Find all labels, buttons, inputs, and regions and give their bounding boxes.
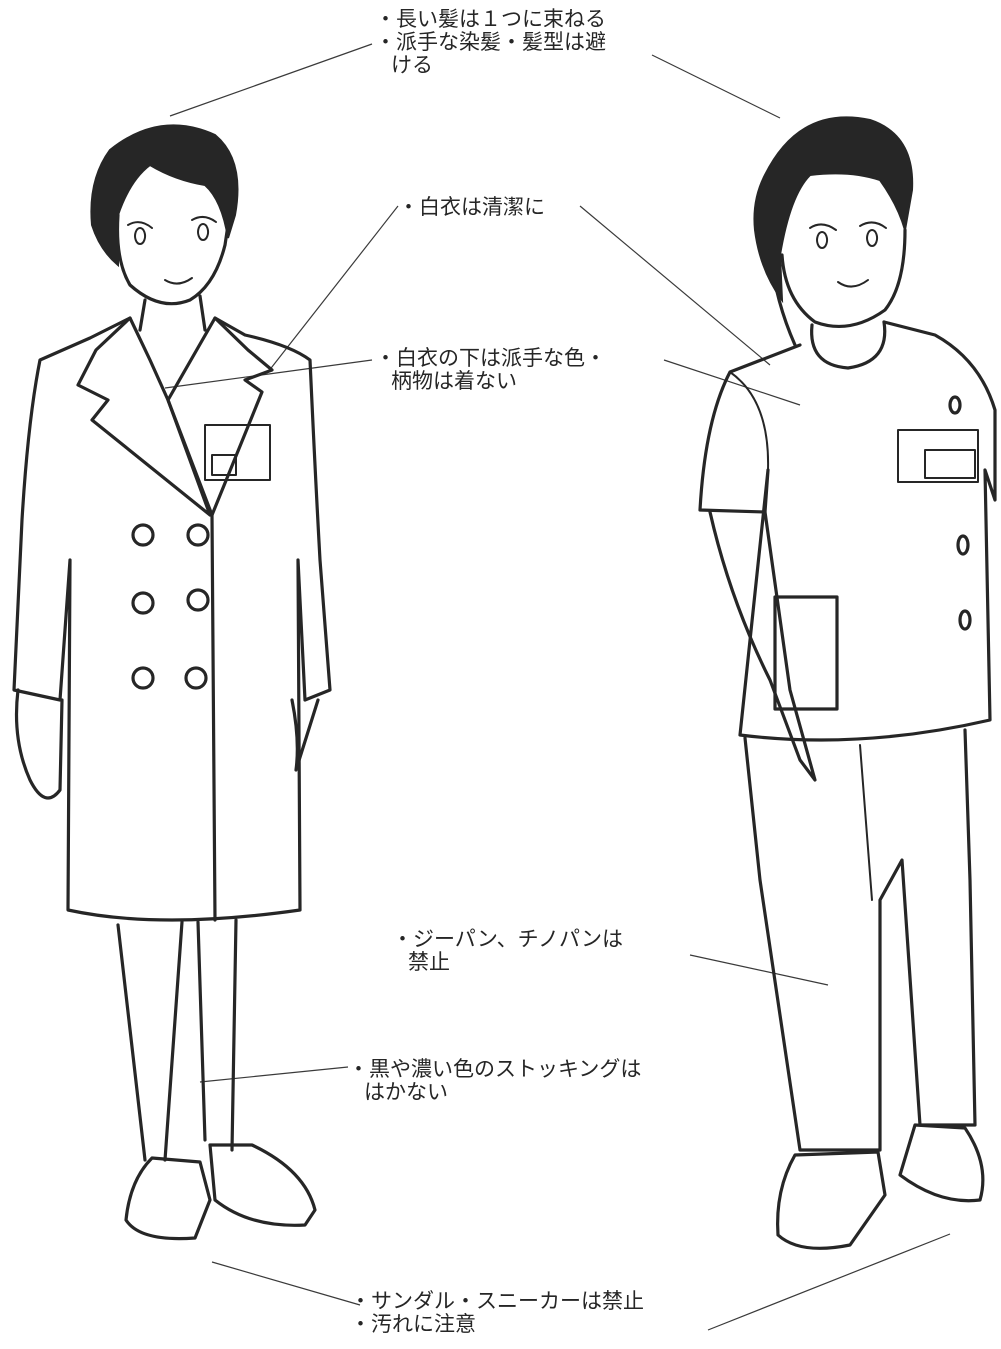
nurse-face [780, 228, 907, 329]
leader-lines [164, 43, 951, 1331]
doctor-shoe-right [208, 1143, 317, 1227]
leader-under-left [164, 359, 373, 389]
note-under-coat: ・白衣の下は派手な色・ 柄物は着ない [375, 347, 606, 393]
note-hair-line1: ・長い髪は１つに束ねる [375, 7, 606, 31]
note-pants-line2: 禁止 [408, 950, 450, 974]
coat-button-4 [186, 588, 210, 612]
coat-button-2 [186, 523, 210, 547]
note-shoes: ・サンダル・スニーカーは禁止 ・汚れに注意 [350, 1290, 644, 1336]
coat-button-6 [184, 666, 208, 690]
note-coat-clean: ・白衣は清潔に [398, 196, 545, 219]
coat-button-3 [131, 591, 155, 615]
doctor-hair [90, 124, 239, 268]
doctor-eye-right [191, 216, 217, 241]
note-coat-clean-line1: ・白衣は清潔に [398, 195, 545, 219]
doctor-neck [138, 294, 207, 332]
leader-coat-right [579, 205, 771, 366]
nurse-pants-seam [859, 744, 873, 901]
doctor-buttons [131, 523, 210, 690]
doctor-shoe-left [124, 1156, 212, 1241]
nurse-arm [708, 510, 817, 782]
doctor-eye-left [127, 221, 153, 245]
leader-hair-left [169, 43, 373, 117]
leader-shoes-left [211, 1261, 361, 1306]
nurse-hair [753, 116, 914, 304]
note-under-coat-line1: ・白衣の下は派手な色・ [375, 346, 606, 370]
note-shoes-line2: ・汚れに注意 [350, 1312, 476, 1336]
nurse-ponytail [768, 248, 797, 347]
note-stockings-line1: ・黒や濃い色のストッキングは [348, 1057, 642, 1081]
tunic-button-2 [958, 609, 972, 631]
leader-shoes-right [707, 1233, 951, 1331]
leader-under-right [663, 359, 801, 406]
leader-hair-right [651, 54, 781, 119]
nurse-tunic [698, 320, 997, 742]
nurse-pants [743, 728, 977, 1152]
doctor-figure [12, 124, 332, 1241]
note-hair-line2: ・派手な染髪・髪型は避 [375, 30, 606, 54]
nurse-clipboard [773, 595, 839, 711]
nurse-badge-inner [924, 449, 976, 479]
leader-coat-left [267, 205, 399, 373]
nurse-collar [810, 320, 887, 370]
doctor-badge [204, 424, 271, 481]
nurse-mouth [837, 279, 869, 288]
nurse-buttons [948, 395, 972, 631]
doctor-hand-left [14, 688, 64, 800]
nurse-shoe-right [898, 1123, 985, 1203]
doctor-coat-front [210, 513, 217, 922]
note-stockings-line2: はかない [364, 1080, 448, 1104]
note-under-coat-line2: 柄物は着ない [391, 369, 517, 393]
nurse-eye-right [859, 221, 887, 247]
note-shoes-line1: ・サンダル・スニーカーは禁止 [350, 1289, 644, 1313]
coat-button-1 [131, 523, 155, 547]
doctor-hand-right [290, 698, 320, 772]
doctor-mouth [164, 277, 193, 285]
note-hair-line3: ける [391, 53, 433, 77]
note-hair: ・長い髪は１つに束ねる ・派手な染髪・髪型は避 ける [375, 8, 606, 77]
leader-stockings [199, 1066, 349, 1083]
nurse-shoe-left [776, 1150, 887, 1250]
nurse-sleeve [729, 371, 770, 471]
coat-button-5 [131, 666, 155, 690]
doctor-face [115, 213, 230, 306]
nurse-badge [897, 429, 979, 483]
nurse-figure [698, 116, 997, 1250]
note-stockings: ・黒や濃い色のストッキングは はかない [348, 1058, 641, 1104]
doctor-lapel-right [166, 316, 274, 517]
tunic-button-1 [956, 534, 970, 556]
doctor-coat [12, 316, 332, 922]
nurse-eye-left [809, 223, 837, 249]
note-pants-line1: ・ジーパン、チノパンは [392, 927, 623, 951]
note-pants: ・ジーパン、チノパンは 禁止 [392, 928, 623, 974]
doctor-lapel-left [76, 316, 212, 517]
doctor-badge-inner [211, 454, 237, 476]
tunic-button-3 [948, 395, 962, 415]
leader-pants [689, 954, 829, 986]
doctor-legs [116, 918, 238, 1162]
